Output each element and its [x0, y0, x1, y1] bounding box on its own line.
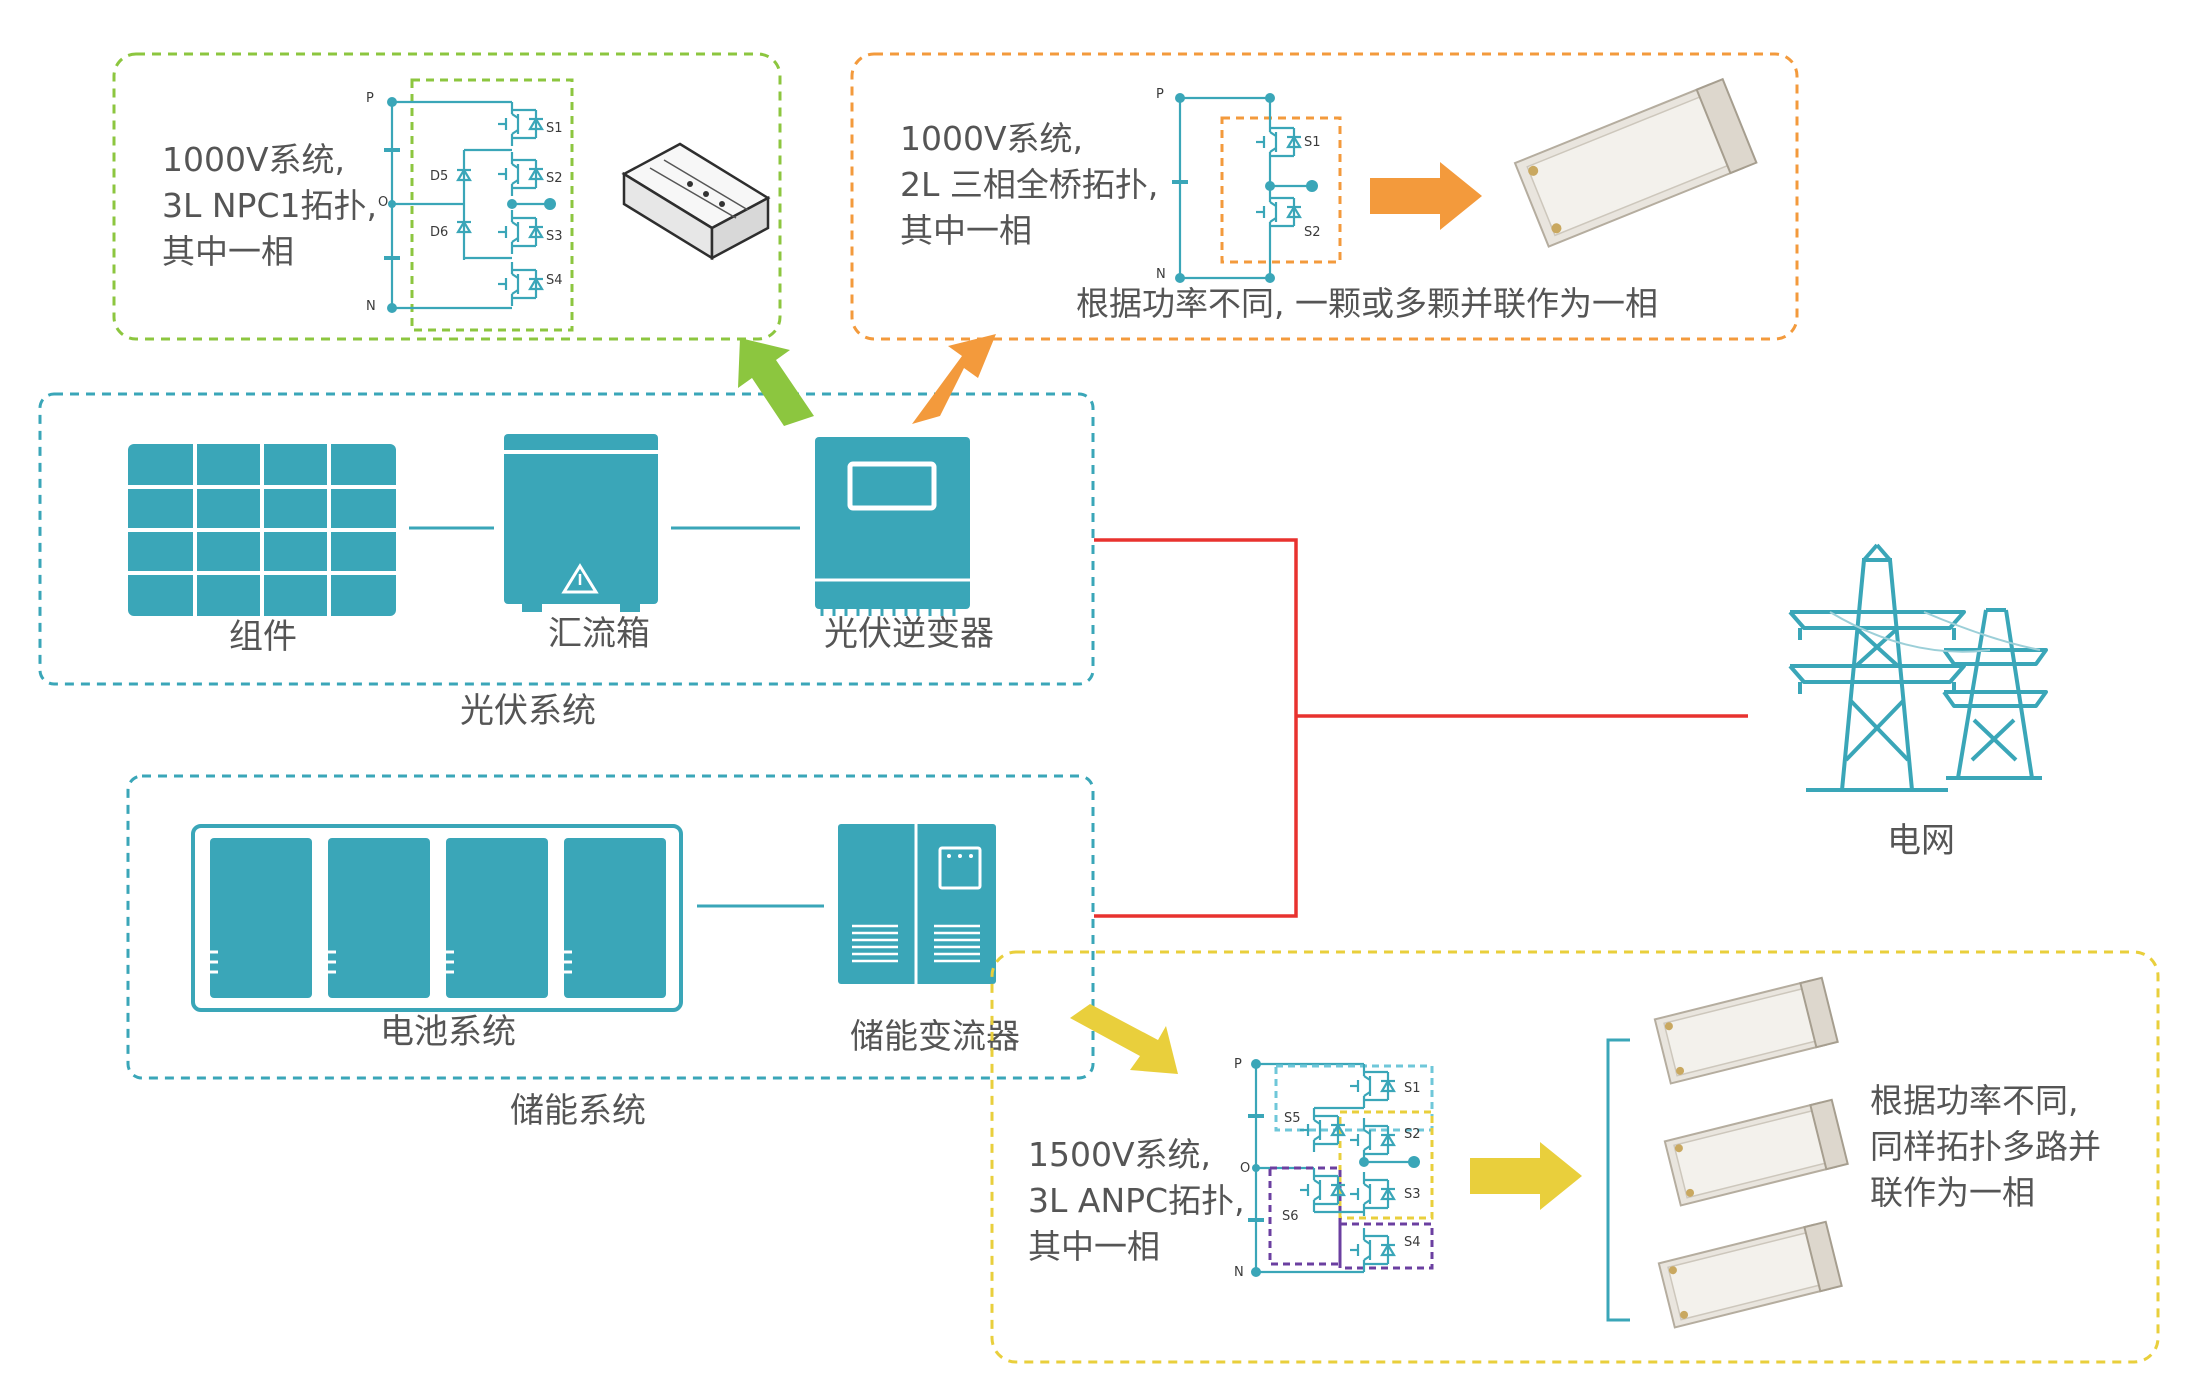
two-level-desc-line2: 2L 三相全桥拓扑,	[900, 165, 1158, 204]
storage-system-box	[126, 774, 1095, 1080]
svg-text:P: P	[366, 91, 374, 106]
svg-text:N: N	[1156, 267, 1166, 282]
svg-text:D5: D5	[430, 169, 448, 184]
power-tower-icon	[1788, 543, 1966, 792]
npc1-circuit: P O N D5 D6 S1 S2 S3 S4	[366, 78, 574, 332]
anpc-module-image-1	[1653, 976, 1839, 1085]
orange-up-arrow-icon	[912, 334, 996, 424]
parallel-bracket	[1606, 1038, 1630, 1322]
anpc-desc-line3: 其中一相	[1028, 1227, 1160, 1266]
two-level-desc-line1: 1000V系统,	[900, 119, 1083, 158]
pv-system-label: 光伏系统	[460, 691, 596, 731]
svg-text:O: O	[378, 195, 388, 210]
anpc-module-image-3	[1657, 1220, 1843, 1329]
svg-text:S5: S5	[1284, 1111, 1301, 1126]
battery-rack-icon	[191, 824, 683, 1012]
two-level-circuit: P N S1 S2	[1156, 87, 1342, 283]
svg-text:S3: S3	[546, 229, 563, 244]
pv-inverter-label: 光伏逆变器	[824, 614, 994, 654]
pv-system-box	[38, 392, 1095, 686]
two-level-desc-line3: 其中一相	[900, 211, 1032, 250]
svg-text:S1: S1	[546, 121, 563, 136]
svg-text:P: P	[1156, 87, 1164, 102]
anpc-topology-box	[990, 950, 2160, 1364]
anpc-parallel-note-line3: 联作为一相	[1870, 1173, 2035, 1212]
svg-text:S2: S2	[1404, 1127, 1421, 1142]
svg-text:N: N	[1234, 1265, 1244, 1280]
svg-text:S6: S6	[1282, 1209, 1299, 1224]
green-arrow-icon	[738, 338, 814, 426]
grid-connection-lines	[1094, 538, 1748, 918]
anpc-desc-line2: 3L ANPC拓扑,	[1028, 1181, 1245, 1220]
pv-panel-label: 组件	[229, 617, 297, 657]
anpc-desc-line1: 1500V系统,	[1028, 1135, 1211, 1174]
svg-text:S1: S1	[1404, 1081, 1421, 1096]
two-level-parallel-note: 根据功率不同, 一颗或多颗并联作为一相	[1076, 284, 1658, 323]
svg-text:P: P	[1234, 1057, 1242, 1072]
svg-text:S4: S4	[1404, 1235, 1421, 1250]
svg-text:S4: S4	[546, 273, 563, 288]
two-level-module-image	[1513, 77, 1758, 248]
svg-text:S2: S2	[546, 171, 563, 186]
combiner-box-icon	[504, 434, 658, 612]
pcs-label: 储能变流器	[850, 1017, 1020, 1057]
anpc-circuit: P O N S1 S2 S3 S4 S5 S6	[1234, 1057, 1434, 1280]
anpc-parallel-note-line2: 同样拓扑多路并	[1870, 1127, 2101, 1166]
grid-label: 电网	[1887, 821, 1955, 861]
svg-text:S3: S3	[1404, 1187, 1421, 1202]
battery-system-label: 电池系统	[380, 1012, 516, 1052]
power-line-wires	[1829, 611, 2041, 653]
combiner-box-label: 汇流箱	[548, 614, 650, 654]
svg-text:S2: S2	[1304, 225, 1321, 240]
svg-text:N: N	[366, 299, 376, 314]
pcs-cabinet-icon	[838, 824, 996, 984]
svg-text:O: O	[1240, 1161, 1250, 1176]
npc1-desc-line1: 1000V系统,	[162, 140, 345, 179]
two-level-topology-box	[850, 52, 1799, 341]
svg-text:S1: S1	[1304, 135, 1321, 150]
pv-panel-icon	[128, 444, 396, 616]
power-tower-small-icon	[1942, 608, 2048, 780]
yellow-arrow-icon	[1070, 1004, 1178, 1074]
npc1-desc-line2: 3L NPC1拓扑,	[162, 186, 377, 225]
anpc-parallel-note-line1: 根据功率不同,	[1870, 1081, 2079, 1120]
anpc-module-image-2	[1663, 1098, 1849, 1207]
svg-text:D6: D6	[430, 225, 448, 240]
storage-system-label: 储能系统	[510, 1091, 646, 1131]
npc1-topology-box	[112, 52, 782, 341]
npc1-desc-line3: 其中一相	[162, 232, 294, 271]
npc1-module-image	[621, 142, 771, 261]
pv-inverter-icon	[815, 437, 970, 616]
orange-arrow-icon	[1370, 162, 1482, 230]
yellow-right-arrow-icon	[1470, 1142, 1582, 1210]
